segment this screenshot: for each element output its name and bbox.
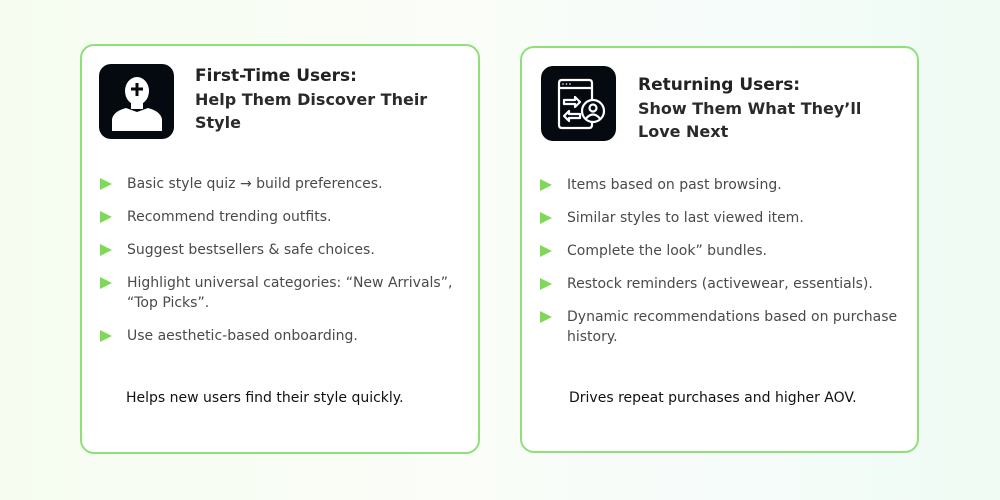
list-item-text: Dynamic recommendations based on purchas… — [567, 309, 898, 345]
triangle-bullet-icon — [100, 330, 112, 342]
bullet-list: Items based on past browsing. Similar st… — [540, 175, 910, 360]
card-subtitle: Show Them What They’ll Love Next — [638, 99, 862, 141]
list-item-text: Recommend trending outfits. — [127, 209, 332, 225]
list-item-text: Similar styles to last viewed item. — [567, 210, 804, 226]
card-heading: First-Time Users: Help Them Discover The… — [195, 65, 465, 134]
triangle-bullet-icon — [540, 212, 552, 224]
triangle-bullet-icon — [540, 245, 552, 257]
triangle-bullet-icon — [100, 244, 112, 256]
card-subtitle: Help Them Discover Their Style — [195, 90, 428, 132]
list-item-text: Highlight universal categories: “New Arr… — [127, 275, 453, 311]
list-item: Restock reminders (activewear, essential… — [540, 274, 910, 294]
triangle-bullet-icon — [540, 278, 552, 290]
list-item: Dynamic recommendations based on purchas… — [540, 307, 910, 347]
first-time-users-card: First-Time Users: Help Them Discover The… — [80, 44, 480, 454]
list-item: Suggest bestsellers & safe choices. — [100, 240, 470, 260]
list-item-text: Suggest bestsellers & safe choices. — [127, 242, 375, 258]
list-item: Similar styles to last viewed item. — [540, 208, 910, 228]
list-item: Items based on past browsing. — [540, 175, 910, 195]
list-item: Recommend trending outfits. — [100, 207, 470, 227]
list-item-text: Basic style quiz → build preferences. — [127, 176, 383, 192]
triangle-bullet-icon — [540, 311, 552, 323]
card-title: First-Time Users: — [195, 66, 357, 86]
triangle-bullet-icon — [100, 211, 112, 223]
list-item: Basic style quiz → build preferences. — [100, 174, 470, 194]
card-summary: Helps new users find their style quickly… — [126, 390, 404, 406]
list-item: Highlight universal categories: “New Arr… — [100, 273, 470, 313]
user-plus-icon — [99, 64, 174, 139]
list-item: Use aesthetic-based onboarding. — [100, 326, 470, 346]
triangle-bullet-icon — [100, 178, 112, 190]
card-summary: Drives repeat purchases and higher AOV. — [569, 390, 857, 406]
list-item-text: Use aesthetic-based onboarding. — [127, 328, 358, 344]
list-item-text: Complete the look” bundles. — [567, 243, 767, 259]
returning-users-card: Returning Users: Show Them What They’ll … — [520, 46, 919, 453]
triangle-bullet-icon — [100, 277, 112, 289]
bullet-list: Basic style quiz → build preferences. Re… — [100, 174, 470, 359]
card-heading: Returning Users: Show Them What They’ll … — [638, 74, 908, 143]
list-item-text: Restock reminders (activewear, essential… — [567, 276, 873, 292]
card-title: Returning Users: — [638, 75, 801, 95]
list-item-text: Items based on past browsing. — [567, 177, 782, 193]
triangle-bullet-icon — [540, 179, 552, 191]
returning-user-browser-icon — [541, 66, 616, 141]
list-item: Complete the look” bundles. — [540, 241, 910, 261]
